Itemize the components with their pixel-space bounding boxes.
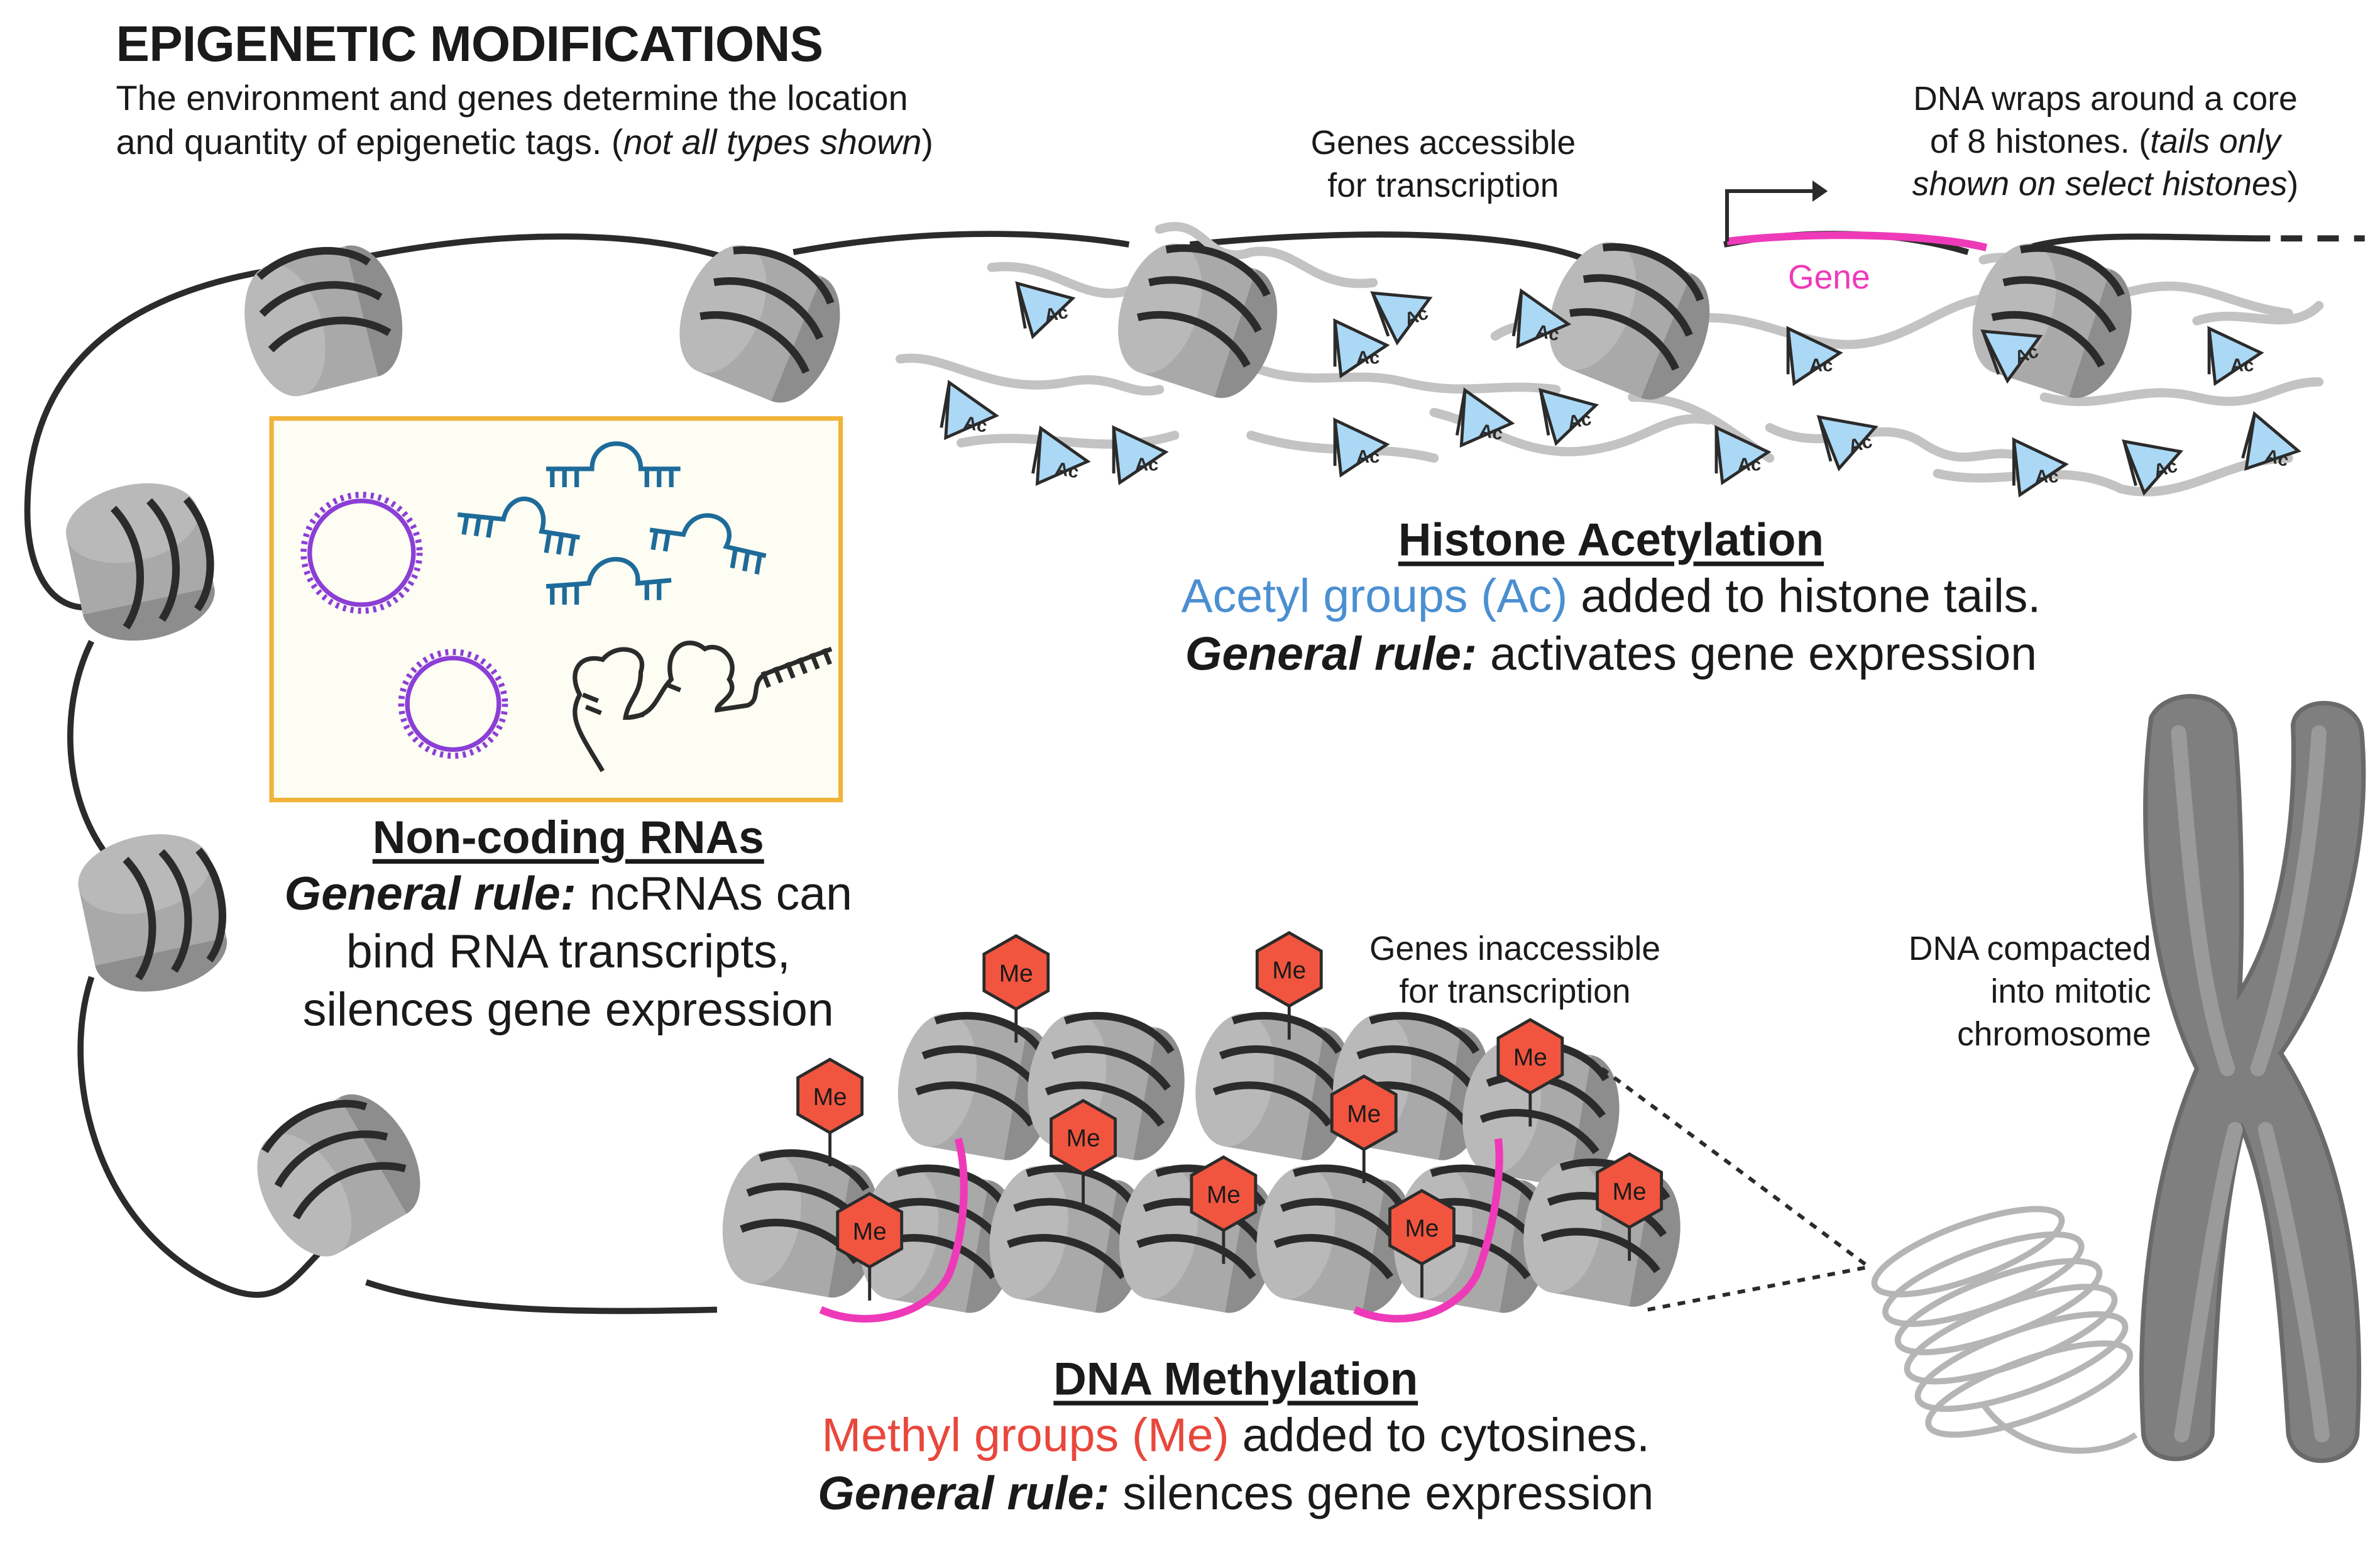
acetylation-line-1: Acetyl groups (Ac) added to histone tail… <box>1068 568 2154 625</box>
closed-chromatin <box>711 1004 1870 1326</box>
inaccessible-note: Genes inaccessible for transcription <box>1330 928 1699 1013</box>
svg-text:Ac: Ac <box>1135 454 1158 475</box>
svg-text:Ac: Ac <box>1534 321 1560 345</box>
acetylation-heading: Histone Acetylation <box>1398 515 1824 566</box>
chromosome-note-line-2: into mitotic <box>1990 972 2151 1011</box>
svg-text:Me: Me <box>1513 1044 1547 1071</box>
subtitle-line-2: and quantity of epigenetic tags. (not al… <box>116 121 933 165</box>
svg-text:Me: Me <box>1347 1101 1381 1128</box>
gene-label: Gene <box>1788 258 1870 296</box>
chromosome-icon <box>2139 694 2366 1463</box>
methylation-rule-text: silences gene expression <box>1109 1466 1654 1520</box>
histone-note-text: of 8 histones. ( <box>1929 122 2151 160</box>
histone-tails <box>895 222 2324 497</box>
methylation-line-1: Methyl groups (Me) added to cytosines. <box>717 1407 1755 1465</box>
ncrna-rule-text: ncRNAs can <box>576 866 852 920</box>
subtitle-italic: not all types shown <box>623 122 922 162</box>
acetylation-rule-label: General rule: <box>1185 627 1478 681</box>
svg-text:Me: Me <box>853 1218 887 1245</box>
inaccessible-note-line-2: for transcription <box>1399 972 1631 1011</box>
svg-text:Me: Me <box>1405 1215 1439 1242</box>
histone-note-line-1: DNA wraps around a core <box>1913 79 2298 118</box>
methylation-block: DNA Methylation Methyl groups (Me) added… <box>717 1355 1755 1523</box>
svg-text:Ac: Ac <box>1054 459 1080 483</box>
gene-segment <box>1725 180 1988 251</box>
methyl-groups-label: Methyl groups (Me) <box>821 1408 1229 1462</box>
svg-text:Ac: Ac <box>1809 355 1833 375</box>
inaccessible-note-line-1: Genes inaccessible <box>1369 929 1661 968</box>
acetylation-line-1-rest: added to histone tails. <box>1567 569 2041 623</box>
acetyl-groups-label: Acetyl groups (Ac) <box>1181 569 1568 623</box>
svg-text:Me: Me <box>1613 1179 1647 1206</box>
accessible-note-line-2: for transcription <box>1327 166 1559 205</box>
svg-text:Ac: Ac <box>1356 348 1379 368</box>
coiled-dna <box>1871 1206 2138 1454</box>
histone-note-line-3: shown on select histones) <box>1873 163 2337 206</box>
acetylation-rule: General rule: activates gene expression <box>1068 625 2154 683</box>
svg-text:Ac: Ac <box>1478 421 1504 444</box>
methylation-heading: DNA Methylation <box>1053 1355 1418 1406</box>
svg-text:Ac: Ac <box>2230 355 2254 375</box>
svg-text:Me: Me <box>1207 1182 1241 1209</box>
histone-note-line-2: of 8 histones. (tails only <box>1873 121 2337 163</box>
svg-text:Ac: Ac <box>1738 454 1761 475</box>
methylation-rule-label: General rule: <box>818 1466 1110 1520</box>
accessible-note-line-1: Genes accessible <box>1310 123 1576 162</box>
ncrna-rule-label: General rule: <box>284 866 576 920</box>
svg-text:Ac: Ac <box>2035 467 2058 487</box>
chromosome-note: DNA compacted into mitotic chromosome <box>1831 928 2151 1056</box>
subtitle-close: ) <box>921 122 934 162</box>
methylation-line-1-rest: added to cytosines. <box>1229 1408 1650 1462</box>
acetylation-rule-text: activates gene expression <box>1477 627 2037 681</box>
histone-core-note: DNA wraps around a core of 8 histones. (… <box>1873 78 2337 206</box>
acetylation-block: Histone Acetylation Acetyl groups (Ac) a… <box>1068 515 2154 683</box>
methyl-tags: Me Me Me Me Me Me Me Me Me Me <box>798 933 1662 1301</box>
ncrna-heading: Non-coding RNAs <box>372 813 764 864</box>
svg-text:Ac: Ac <box>962 413 989 437</box>
histone-note-close: ) <box>2287 165 2299 203</box>
ncrna-rule: General rule: ncRNAs can <box>244 865 892 923</box>
page-title: EPIGENETIC MODIFICATIONS <box>116 15 823 72</box>
subtitle: The environment and genes determine the … <box>116 76 933 165</box>
svg-text:Ac: Ac <box>1356 447 1379 467</box>
subtitle-line-1: The environment and genes determine the … <box>116 77 908 118</box>
methylation-rule: General rule: silences gene expression <box>717 1465 1755 1523</box>
svg-text:Me: Me <box>1067 1125 1100 1152</box>
svg-text:Ac: Ac <box>1043 302 1070 326</box>
chromosome-note-line-3: chromosome <box>1957 1015 2151 1053</box>
accessible-note: Genes accessible for transcription <box>1278 122 1608 207</box>
chromosome-note-line-1: DNA compacted <box>1908 929 2151 968</box>
svg-text:Me: Me <box>813 1084 847 1111</box>
ncrna-block: Non-coding RNAs General rule: ncRNAs can… <box>244 813 892 1039</box>
histone-note-italic-2: shown on select histones <box>1912 165 2288 203</box>
ncrna-line-2: bind RNA transcripts, <box>346 925 791 979</box>
svg-text:Me: Me <box>999 961 1033 988</box>
ncrna-line-3: silences gene expression <box>302 983 834 1037</box>
histone-note-italic: tails only <box>2150 122 2281 160</box>
svg-text:Me: Me <box>1272 957 1306 984</box>
subtitle-text: and quantity of epigenetic tags. ( <box>116 122 623 162</box>
svg-text:Ac: Ac <box>1566 409 1593 433</box>
ncrna-box <box>269 416 843 803</box>
